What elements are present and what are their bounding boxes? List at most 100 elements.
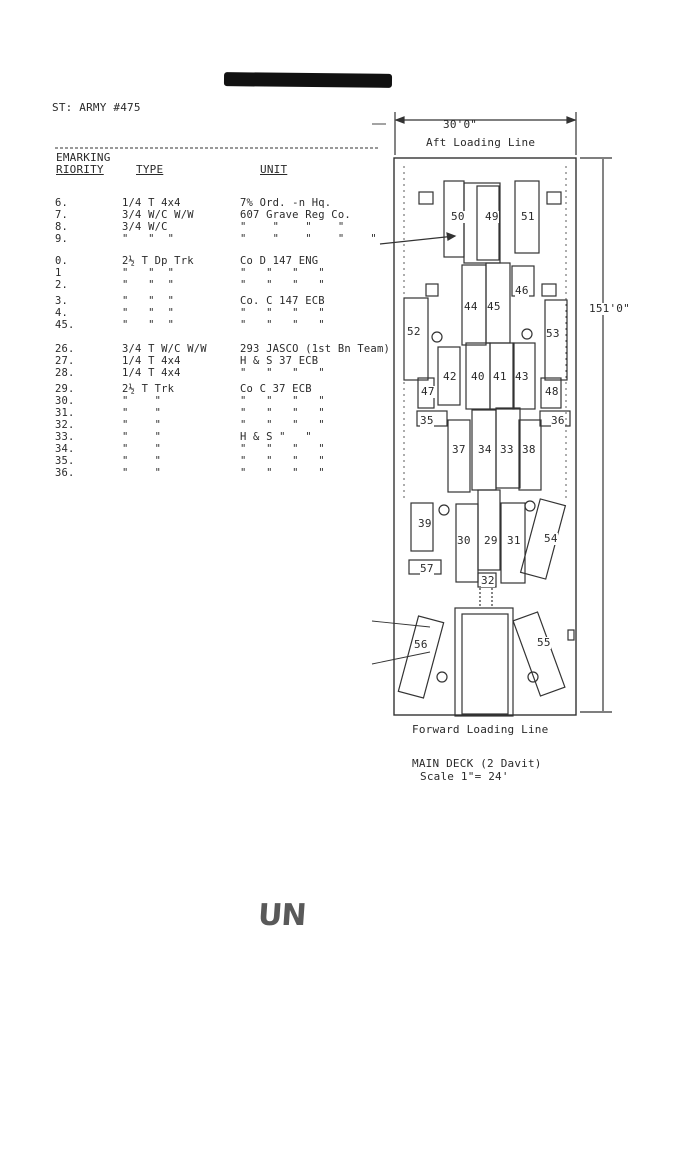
row-pri: 6. bbox=[55, 197, 69, 209]
row-pri: 3. bbox=[55, 295, 69, 307]
row-pri: 29. bbox=[55, 383, 75, 395]
slot-label: 32 bbox=[481, 574, 495, 587]
slot-label: 56 bbox=[414, 638, 428, 651]
slot-label: 46 bbox=[515, 284, 529, 297]
slot-label: 39 bbox=[418, 517, 432, 530]
row-type: 1/4 T 4x4 bbox=[122, 367, 181, 379]
row-pri: 4. bbox=[55, 307, 69, 319]
length-dimension: 151'0" bbox=[589, 302, 630, 315]
row-pri: 45. bbox=[55, 319, 75, 331]
row-unit: " " " " bbox=[240, 467, 325, 479]
row-pri: 9. bbox=[55, 233, 69, 245]
row-unit: " " " " bbox=[240, 395, 325, 407]
row-pri: 32. bbox=[55, 419, 75, 431]
slot-label: 48 bbox=[545, 385, 559, 398]
row-type: " " " bbox=[122, 295, 175, 307]
slot-label: 52 bbox=[407, 325, 421, 338]
deck-scale: Scale 1"= 24' bbox=[420, 770, 509, 783]
marking-header-line1: EMARKING bbox=[56, 151, 111, 164]
row-type: " " bbox=[122, 407, 162, 419]
stamp-mark: UN bbox=[256, 898, 307, 933]
row-type: 1/4 T 4x4 bbox=[122, 197, 181, 209]
row-type: " " " bbox=[122, 307, 175, 319]
row-unit: 293 JASCO (1st Bn Team) bbox=[240, 343, 390, 355]
row-type: 2½ T Dp Trk bbox=[122, 255, 194, 267]
row-type: " " bbox=[122, 431, 162, 443]
width-dimension: 30'0" bbox=[443, 118, 478, 131]
slot-label: 29 bbox=[484, 534, 498, 547]
slot-label: 40 bbox=[471, 370, 485, 383]
row-type: " " bbox=[122, 395, 162, 407]
row-pri: 0. bbox=[55, 255, 69, 267]
row-type: 3/4 T W/C W/W bbox=[122, 343, 207, 355]
row-unit: Co C 37 ECB bbox=[240, 383, 312, 395]
row-unit: 7% Ord. -n Hq. bbox=[240, 197, 332, 209]
row-unit: " " " " bbox=[240, 307, 325, 319]
slot-label: 53 bbox=[546, 327, 560, 340]
row-pri: 35. bbox=[55, 455, 75, 467]
slot-label: 30 bbox=[457, 534, 471, 547]
row-type: " " " bbox=[122, 267, 175, 279]
forward-loading-line: Forward Loading Line bbox=[412, 723, 549, 736]
list-label: ST: ARMY #475 bbox=[52, 101, 141, 114]
row-unit: " " " " bbox=[240, 367, 325, 379]
row-pri: 7. bbox=[55, 209, 69, 221]
slot-label: 31 bbox=[507, 534, 521, 547]
slot-label: 34 bbox=[478, 443, 492, 456]
row-type: 3/4 W/C bbox=[122, 221, 168, 233]
row-type: " " bbox=[122, 419, 162, 431]
slot-label: 43 bbox=[515, 370, 529, 383]
slot-label: 41 bbox=[493, 370, 507, 383]
unit-header: UNIT bbox=[260, 163, 288, 176]
row-pri: 8. bbox=[55, 221, 69, 233]
row-pri: 33. bbox=[55, 431, 75, 443]
slot-label: 42 bbox=[443, 370, 457, 383]
slot-label: 35 bbox=[420, 414, 434, 427]
row-type: 1/4 T 4x4 bbox=[122, 355, 181, 367]
row-type: 2½ T Trk bbox=[122, 383, 175, 395]
row-pri: 1 bbox=[55, 267, 62, 279]
row-unit: " " " " " bbox=[240, 233, 377, 245]
row-unit: " " " " bbox=[240, 419, 325, 431]
row-pri: 27. bbox=[55, 355, 75, 367]
row-unit: 607 Grave Reg Co. bbox=[240, 209, 351, 221]
row-pri: 28. bbox=[55, 367, 75, 379]
row-pri: 36. bbox=[55, 467, 75, 479]
row-type: " " bbox=[122, 467, 162, 479]
slot-label: 49 bbox=[485, 210, 499, 223]
row-unit: H & S " " bbox=[240, 431, 312, 443]
row-type: " " " bbox=[122, 233, 175, 245]
row-type: 3/4 W/C W/W bbox=[122, 209, 194, 221]
row-unit: " " " " bbox=[240, 455, 325, 467]
slot-label: 37 bbox=[452, 443, 466, 456]
slot-label: 33 bbox=[500, 443, 514, 456]
row-unit: H & S 37 ECB bbox=[240, 355, 319, 367]
slot-label: 44 bbox=[464, 300, 478, 313]
row-pri: 26. bbox=[55, 343, 75, 355]
row-pri: 30. bbox=[55, 395, 75, 407]
row-pri: 2. bbox=[55, 279, 69, 291]
row-unit: " " " " bbox=[240, 221, 345, 233]
row-type: " " " bbox=[122, 319, 175, 331]
row-unit: " " " " bbox=[240, 319, 325, 331]
row-type: " " bbox=[122, 455, 162, 467]
deck-title: MAIN DECK (2 Davit) bbox=[412, 757, 542, 770]
slot-label: 47 bbox=[421, 385, 435, 398]
slot-label: 45 bbox=[487, 300, 501, 313]
row-pri: 34. bbox=[55, 443, 75, 455]
row-type: " " bbox=[122, 443, 162, 455]
slot-label: 54 bbox=[544, 532, 558, 545]
slot-label: 57 bbox=[420, 562, 434, 575]
row-pri: 31. bbox=[55, 407, 75, 419]
slot-label: 36 bbox=[551, 414, 565, 427]
row-unit: Co. C 147 ECB bbox=[240, 295, 325, 307]
row-unit: Co D 147 ENG bbox=[240, 255, 319, 267]
slot-label: 38 bbox=[522, 443, 536, 456]
slot-label: 55 bbox=[537, 636, 551, 649]
row-unit: " " " " bbox=[240, 407, 325, 419]
marking-header-line2: RIORITY bbox=[56, 163, 104, 176]
row-unit: " " " " bbox=[240, 279, 325, 291]
row-unit: " " " " bbox=[240, 443, 325, 455]
row-unit: " " " " bbox=[240, 267, 325, 279]
